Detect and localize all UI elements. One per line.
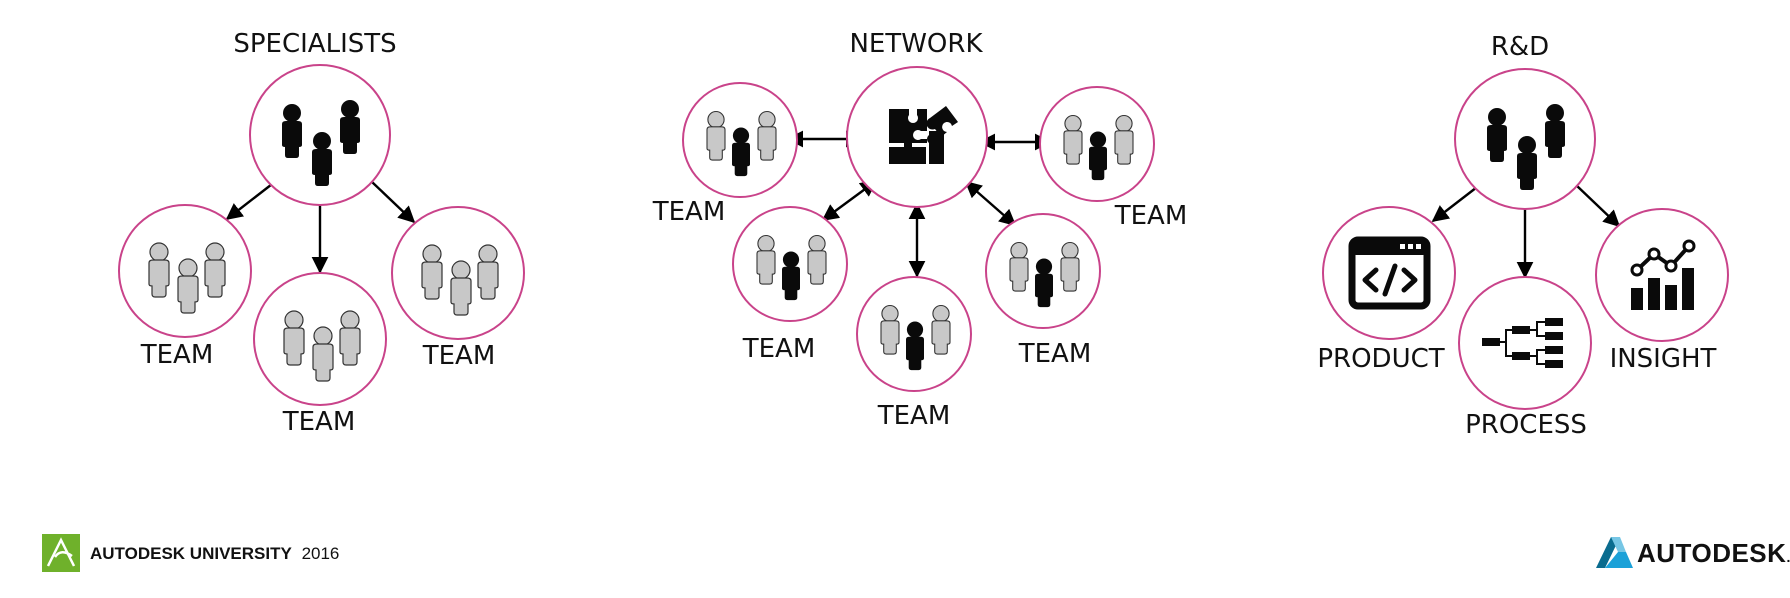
network-diagram: NETWORK [652,29,1188,431]
specialists-title: SPECIALISTS [233,29,396,59]
au-logo-glyph-icon [46,537,76,567]
network-team-bottom-right [985,213,1101,329]
network-hub [846,66,988,208]
svg-text:AUTODESK UNIVERSITY 2016: AUTODESK UNIVERSITY 2016 [90,544,339,563]
arrow-rnd-left [1431,183,1482,223]
network-title: NETWORK [849,29,983,59]
team-label: TEAM [877,401,951,431]
specialists-team-center [253,272,387,406]
product-label: PRODUCT [1317,344,1444,374]
arrow-specialists-right [371,181,416,224]
arrow-network-bottom-right [964,180,1017,227]
arrow-rnd-right [1575,184,1621,228]
specialists-team-right [391,206,525,340]
puzzle-icon [889,106,958,164]
autodesk-mark-icon [1596,537,1633,568]
code-window-icon [1348,236,1431,310]
brand-name: AUTODESK [1637,538,1786,568]
au-name: AUTODESK UNIVERSITY [90,544,292,563]
rnd-insight-node [1595,208,1729,342]
network-team-top-right [1039,86,1155,202]
insight-label: INSIGHT [1610,344,1717,374]
team-label: TEAM [422,341,496,371]
flowchart-icon [1482,318,1563,368]
process-label: PROCESS [1465,410,1587,440]
au-logo: AUTODESK UNIVERSITY 2016 [42,534,339,572]
rnd-product-node [1322,206,1456,340]
team-label: TEAM [742,334,816,364]
network-team-bottom-center [856,276,972,392]
bar-line-chart-icon [1630,239,1696,310]
arrow-specialists-left [225,180,277,221]
au-year: 2016 [302,544,340,563]
brand-dot: . [1786,549,1790,565]
specialists-hub [249,64,391,206]
specialists-diagram: SPECIALISTS TEAM TEAM TEAM [118,29,525,437]
specialists-team-left [118,204,252,338]
team-label: TEAM [1018,339,1092,369]
team-label: TEAM [140,340,214,370]
network-team-top-left [682,82,798,198]
network-team-bottom-left [732,206,848,322]
team-label: TEAM [652,197,726,227]
rnd-diagram: R&D [1317,32,1729,440]
rnd-hub [1454,68,1596,210]
rnd-title: R&D [1491,32,1549,62]
team-label: TEAM [1114,201,1188,231]
autodesk-logo: AUTODESK. [1596,537,1790,568]
autodesk-wordmark: AUTODESK. [1637,538,1790,568]
team-label: TEAM [282,407,356,437]
rnd-process-node [1458,276,1592,410]
